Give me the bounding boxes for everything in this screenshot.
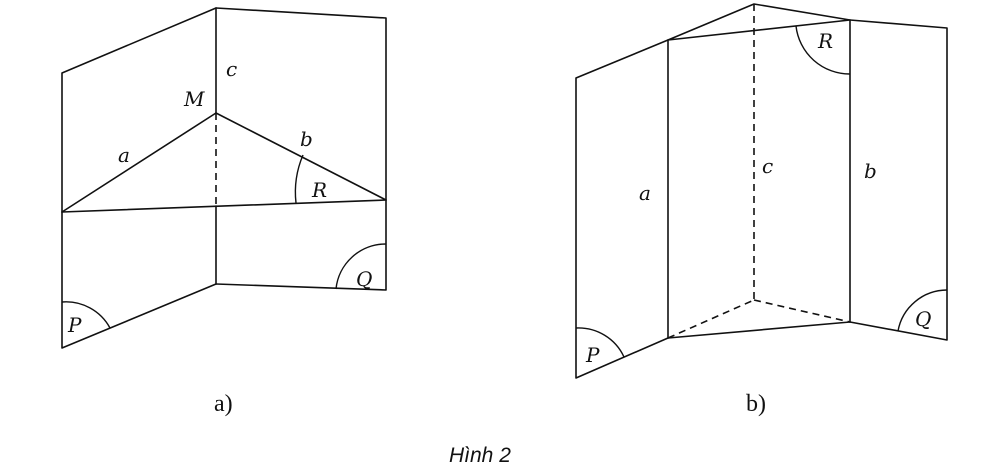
fig-a-label-P: P: [67, 313, 82, 337]
fig-b-label-c: c: [762, 154, 773, 178]
fig-b-label-R: R: [817, 29, 833, 53]
fig-b-angle-P-arc: [575, 327, 625, 358]
fig-a-label-R: R: [311, 178, 327, 202]
fig-b-label-Q: Q: [915, 307, 931, 331]
fig-b-label-a: a: [639, 181, 651, 205]
figure-a: M c a b R Q P a): [61, 7, 387, 417]
fig-b-top-triangle: [667, 3, 851, 41]
fig-a-right-page: [215, 7, 387, 291]
fig-b-label-b: b: [864, 159, 877, 183]
fig-a-left-page: [61, 7, 217, 349]
fig-a-label-a: a: [118, 143, 130, 167]
fig-b-bottom-hidden-right: [753, 299, 851, 323]
fig-a-label-c: c: [226, 57, 237, 81]
fig-a-angle-Q-arc: [335, 243, 387, 290]
fig-a-label-Q: Q: [356, 267, 372, 291]
fig-a-segment-a: [61, 112, 217, 213]
fig-b-sublabel: b): [746, 391, 766, 417]
fig-b-bottom-front-edge: [667, 321, 851, 339]
figure-caption: Hình 2: [449, 444, 511, 467]
fig-a-segment-b: [215, 112, 387, 201]
figure-b: R c a b Q P b): [575, 3, 948, 417]
fig-a-crease-line: [61, 199, 387, 213]
fig-a-angle-R-arc: [294, 154, 304, 204]
fig-b-outer-left-page: [575, 39, 669, 379]
fig-b-bottom-hidden-left: [667, 299, 755, 339]
fig-a-sublabel: a): [214, 391, 233, 417]
fig-b-label-P: P: [585, 343, 600, 367]
fig-a-label-b: b: [300, 127, 313, 151]
fig-a-angle-P-arc: [61, 301, 111, 329]
fig-b-angle-R-arc: [795, 25, 851, 75]
fig-b-angle-Q-arc: [897, 289, 948, 332]
fig-a-label-M: M: [183, 87, 205, 111]
